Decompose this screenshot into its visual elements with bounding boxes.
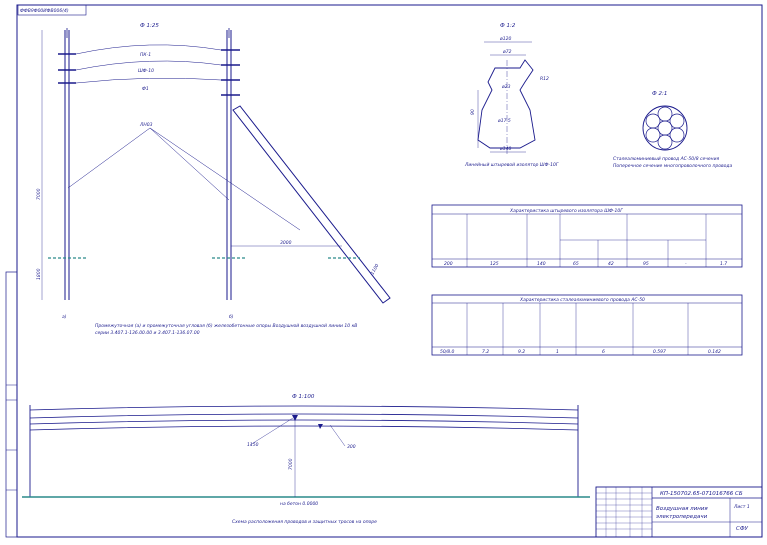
- label-crossarm: ЛН03: [139, 122, 153, 128]
- t1-v5: 95: [643, 261, 649, 267]
- insulator-dim-5: 90: [470, 109, 476, 115]
- t1-v2: 140: [537, 261, 546, 267]
- span-dim-height: 7000: [288, 458, 294, 470]
- title-block: [595, 486, 763, 538]
- t1-v7: 1.7: [720, 261, 727, 267]
- t2-v6: 0.142: [708, 349, 721, 355]
- support-caption-1: Промежуточная (а) и промежуточная углова…: [95, 323, 357, 329]
- view-title-span: Ф 1:100: [292, 394, 315, 400]
- t1-v3: 65: [573, 261, 579, 267]
- span-caption: Схема расположения проводов и защитных т…: [232, 519, 377, 525]
- table1-title: Характеристика штыревого изолятора ШФ-10…: [509, 208, 623, 214]
- cable-caption-2: Поперечное сечение многопроволочного про…: [613, 163, 733, 169]
- title-org: СФУ: [736, 526, 749, 532]
- title-sheet: Лист 1: [733, 504, 750, 510]
- table-insulator: [431, 204, 743, 268]
- span-dim-b: 300: [347, 444, 356, 450]
- view-title-cable: Ф 2:1: [652, 91, 667, 97]
- span-diagram: [22, 405, 590, 498]
- view-title-supports: Ф 1:25: [140, 23, 159, 29]
- insulator-dim-7: ø140: [499, 146, 511, 152]
- insulator-dim-1: ø120: [499, 36, 511, 42]
- title-name-1: Воздушная линия: [656, 506, 708, 512]
- support-b: 3000 1100 б): [212, 28, 391, 320]
- cable-caption-1: Сталеалюминиевый провод АС-50/8 сечения: [613, 156, 720, 162]
- top-stamp: ФФВ9Ф00ИФВ006(4): [20, 8, 69, 14]
- insulator-drawing: [477, 41, 536, 155]
- cable-section: [642, 105, 688, 151]
- span-ground: на бетон 0.0000: [280, 501, 318, 507]
- label-wire-top: ПК-1: [140, 52, 151, 58]
- t2-v3: 1: [556, 349, 559, 355]
- dim-base-a: 1800: [36, 268, 42, 280]
- support-wires: [67, 44, 301, 231]
- dim-height-a: 7000: [36, 188, 42, 200]
- top-stamp-box: [17, 4, 87, 16]
- span-dim-a: 1150: [247, 442, 259, 448]
- insulator-dim-6: ø17.5: [497, 118, 511, 124]
- insulator-dim-2: ø72: [502, 49, 512, 55]
- label-wire-mid: ШФ-10: [138, 68, 154, 74]
- sheet-frame: [16, 4, 763, 538]
- label-wire-low: Ф1: [142, 86, 149, 92]
- dim-brace-2: 1100: [370, 263, 381, 276]
- support-caption-2: серии 3.407.1-136.00.00 и 3.407.1-136.07…: [95, 330, 200, 336]
- t2-v2: 9.2: [518, 349, 525, 355]
- label-a: а): [62, 314, 67, 320]
- t1-v6: -: [685, 262, 687, 267]
- t1-v1: 125: [490, 261, 499, 267]
- view-title-insulator: Ф 1:2: [500, 23, 516, 29]
- t2-v0: 50/8.0: [440, 349, 455, 355]
- insulator-dim-3: R12: [540, 76, 549, 82]
- table2-title: Характеристика сталеалюминиевого провода…: [519, 297, 645, 303]
- t2-v5: 0.597: [653, 349, 666, 355]
- t2-v4: 6: [602, 349, 605, 355]
- label-b: б): [229, 314, 234, 320]
- dim-brace: 3000: [280, 240, 292, 246]
- side-strip: [5, 271, 18, 538]
- t1-v0: 200: [444, 261, 453, 267]
- support-a: 7000 1800 а): [36, 28, 86, 320]
- t1-v4: 42: [608, 261, 614, 267]
- insulator-caption: Линейный штыревой изолятор ШФ-10Г: [464, 162, 559, 168]
- insulator-dim-4: ø23: [501, 84, 511, 90]
- title-code: КП-150702.65-071016766 СБ: [660, 491, 743, 497]
- title-name-2: электропередачи: [656, 514, 708, 520]
- t2-v1: 7.2: [482, 349, 489, 355]
- table-cable: [431, 294, 743, 356]
